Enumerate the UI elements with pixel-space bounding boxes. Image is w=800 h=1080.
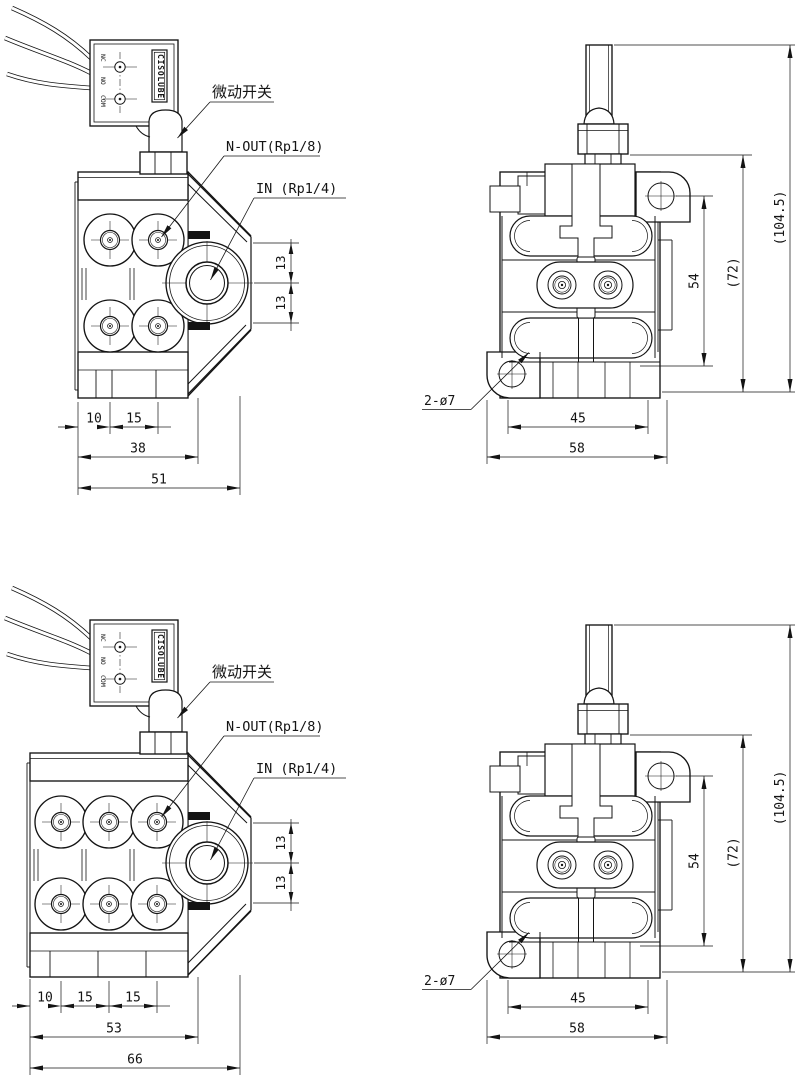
dim-10: 10 <box>86 412 102 427</box>
top-front-dimensions: 10 15 38 51 <box>58 396 241 495</box>
dim-10: 10 <box>37 991 53 1006</box>
dim-15-a: 15 <box>77 991 93 1006</box>
bottom-flange <box>77 351 189 399</box>
top-flange <box>77 171 189 201</box>
dim-15: 15 <box>126 412 142 427</box>
dim-51: 51 <box>151 473 167 488</box>
dim-66: 66 <box>127 1053 143 1068</box>
in-port-bore <box>185 261 229 305</box>
top-dim13 <box>252 238 300 332</box>
bottom-switch <box>5 588 187 754</box>
bottom-front-dimensions: 10 15 15 53 66 <box>12 975 241 1075</box>
top-flange <box>29 752 189 782</box>
top-assembly-side-view <box>422 45 795 464</box>
dim-38: 38 <box>130 442 146 457</box>
dim-15-b: 15 <box>125 991 141 1006</box>
bottom-flange <box>29 932 189 978</box>
bottom-assembly-front-view: 10 15 15 53 66 <box>12 752 253 1075</box>
bottom-dim13 <box>252 818 300 912</box>
bottom-assembly-side-view <box>422 625 795 1044</box>
top-assembly-front-view: 10 15 38 51 <box>58 171 253 495</box>
dim-53: 53 <box>106 1022 122 1037</box>
top-switch <box>5 8 187 174</box>
in-port-bore <box>185 841 229 885</box>
